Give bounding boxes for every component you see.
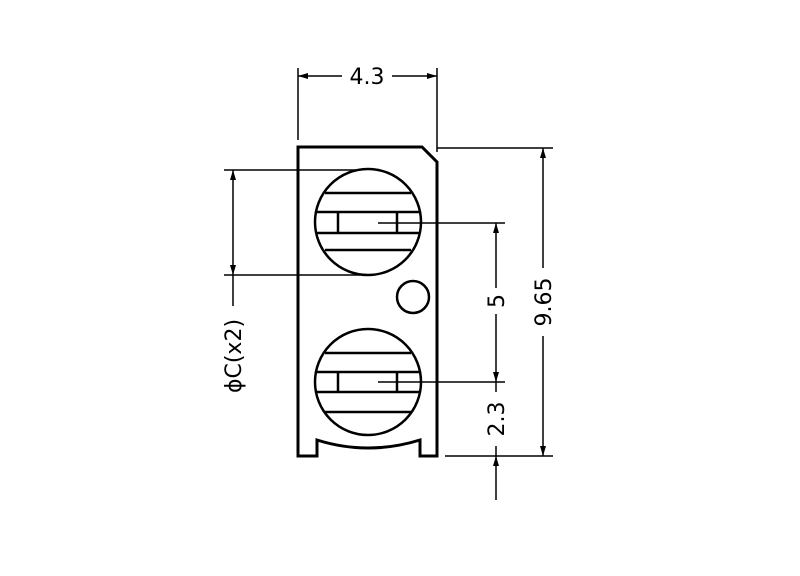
diameter-dimension [224, 169, 360, 306]
pitch-dimension [378, 222, 505, 383]
diameter-dimension-label: ϕC(x2) [222, 319, 247, 393]
height-dimension-label: 9.65 [532, 278, 557, 327]
width-dimension [297, 68, 438, 152]
upper-lens [313, 167, 423, 277]
polarity-mark-circle [395, 279, 431, 315]
offset-dimension-label: 2.3 [485, 402, 510, 437]
height-dimension [437, 147, 553, 457]
pitch-dimension-label: 5 [485, 294, 510, 308]
component-body-outline [296, 145, 439, 458]
width-dimension-label: 4.3 [350, 65, 385, 90]
